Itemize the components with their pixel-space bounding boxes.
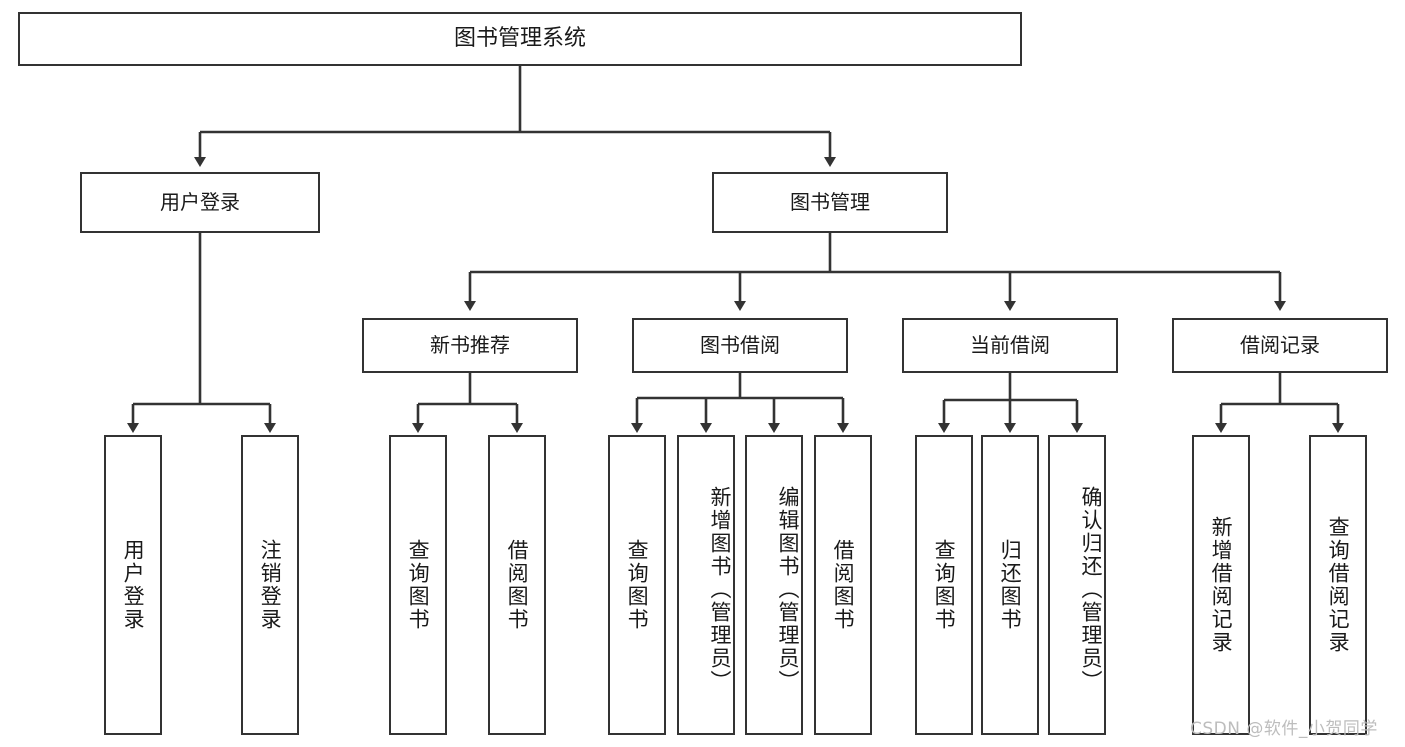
leaf-current-query-book[interactable]: 查询图书 [915,435,973,735]
watermark-text: CSDN @软件_小贺同学 [1190,719,1378,739]
node-label: 查询图书 [932,539,957,631]
node-label: 新书推荐 [430,333,510,357]
leaf-user-login[interactable]: 用户登录 [104,435,162,735]
node-label: 图书借阅 [700,333,780,357]
node-label: 用户登录 [121,539,146,631]
node-label: 新增图书（管理员） [708,485,732,693]
node-new-book-recommend[interactable]: 新书推荐 [362,318,578,373]
leaf-borrow-query-book[interactable]: 查询图书 [608,435,666,735]
leaf-borrow-add-book-admin[interactable]: 新增图书（管理员） [677,435,735,735]
leaf-borrow-edit-book-admin[interactable]: 编辑图书（管理员） [745,435,803,735]
node-label: 图书管理系统 [453,26,586,52]
leaf-current-return-book[interactable]: 归还图书 [981,435,1039,735]
node-borrow-record[interactable]: 借阅记录 [1172,318,1388,373]
leaf-record-query-record[interactable]: 查询借阅记录 [1309,435,1367,735]
node-label: 查询图书 [406,539,431,631]
node-label: 注销登录 [258,539,283,631]
leaf-recommend-borrow-book[interactable]: 借阅图书 [488,435,546,735]
node-label: 新增借阅记录 [1209,516,1234,654]
node-label: 编辑图书（管理员） [776,485,800,693]
leaf-user-logout[interactable]: 注销登录 [241,435,299,735]
leaf-current-confirm-return-admin[interactable]: 确认归还（管理员） [1048,435,1106,735]
node-current-borrow[interactable]: 当前借阅 [902,318,1118,373]
node-label: 当前借阅 [970,333,1050,357]
leaf-borrow-borrow-book[interactable]: 借阅图书 [814,435,872,735]
node-label: 借阅记录 [1240,333,1320,357]
node-root-system[interactable]: 图书管理系统 [18,12,1022,66]
node-label: 借阅图书 [505,539,530,631]
leaf-recommend-query-book[interactable]: 查询图书 [389,435,447,735]
node-label: 图书管理 [790,190,870,214]
node-label: 用户登录 [160,190,240,214]
node-label: 借阅图书 [831,539,856,631]
node-book-management[interactable]: 图书管理 [712,172,948,233]
node-book-borrow[interactable]: 图书借阅 [632,318,848,373]
node-label: 查询借阅记录 [1326,516,1351,654]
node-user-login[interactable]: 用户登录 [80,172,320,233]
node-label: 查询图书 [625,539,650,631]
node-label: 确认归还（管理员） [1079,485,1103,693]
leaf-record-add-record[interactable]: 新增借阅记录 [1192,435,1250,735]
node-label: 归还图书 [998,539,1023,631]
